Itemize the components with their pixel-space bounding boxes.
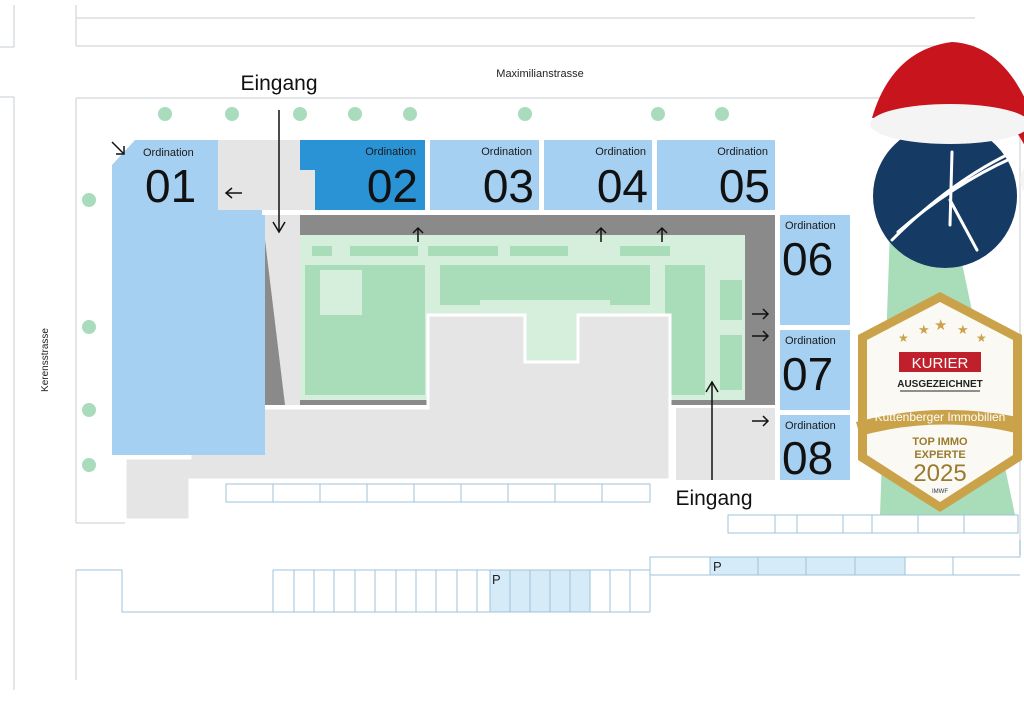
unit-03[interactable] [430, 140, 539, 210]
unit-06[interactable] [780, 215, 850, 325]
entry-area [218, 140, 315, 210]
badge-title: TOP IMMO [912, 436, 968, 448]
svg-text:★: ★ [934, 317, 947, 334]
parking-highlight [710, 557, 905, 575]
courtyard-patch [320, 270, 362, 315]
unit-02[interactable] [300, 140, 425, 210]
unit-07[interactable] [780, 330, 850, 410]
path [262, 215, 300, 405]
unit-number: 07 [782, 348, 833, 400]
unit-05[interactable] [657, 140, 775, 210]
unit-number: 04 [597, 160, 648, 212]
star-icons: ★ ★ ★ ★ ★ [898, 317, 987, 345]
award-badge: ★ ★ ★ ★ ★ KURIER AUSGEZEICHNET Kuttenberger… [856, 292, 1022, 512]
entrance-label: Eingang [675, 487, 752, 510]
arrow-icons [111, 110, 770, 480]
unit-number: 08 [782, 432, 833, 484]
parking-lines [76, 540, 1021, 613]
badge-company: Kuttenberger Immobilien [875, 410, 1006, 424]
badge-issuer: IMWF [932, 489, 948, 495]
santa-hat-icon [870, 42, 1024, 192]
unit-number: 03 [483, 160, 534, 212]
street-label-top: Maximilianstrasse [496, 68, 583, 80]
unit-04[interactable] [544, 140, 652, 210]
svg-text:★: ★ [957, 322, 969, 337]
parking [225, 483, 1019, 534]
parking-label: P [713, 559, 722, 574]
badge-title: EXPERTE [914, 449, 965, 461]
unit-number: 06 [782, 233, 833, 285]
street-lines [0, 5, 1021, 690]
svg-text:★: ★ [898, 331, 909, 345]
unit-number: 02 [367, 160, 418, 212]
street-label-left: Kerensstrasse [40, 328, 51, 392]
unit-number: 01 [145, 160, 196, 212]
courtyard-beds [305, 246, 742, 395]
unit-01[interactable] [112, 140, 265, 455]
unit-label: Ordination [595, 146, 646, 158]
unit-label: Ordination [365, 146, 416, 158]
badge-year: 2025 [913, 460, 966, 487]
unit-label: Ordination [143, 147, 194, 159]
entrance-label: Eingang [240, 72, 317, 95]
parking-label: P [492, 572, 501, 587]
badge-brand: KURIER [912, 355, 969, 372]
unit-08[interactable] [780, 415, 850, 480]
svg-text:★: ★ [976, 331, 987, 345]
parking-highlight [490, 570, 590, 612]
unit-label: Ordination [481, 146, 532, 158]
unit-label: Ordination [717, 146, 768, 158]
svg-text:★: ★ [918, 322, 930, 337]
unit-label: Ordination [785, 220, 836, 232]
k-logo-icon [873, 124, 1019, 268]
unit-label: Ordination [785, 420, 836, 432]
badge-award: AUSGEZEICHNET [897, 379, 983, 390]
building-annex [676, 408, 775, 480]
trees [82, 107, 985, 472]
unit-label: Ordination [785, 335, 836, 347]
unit-number: 05 [719, 160, 770, 212]
